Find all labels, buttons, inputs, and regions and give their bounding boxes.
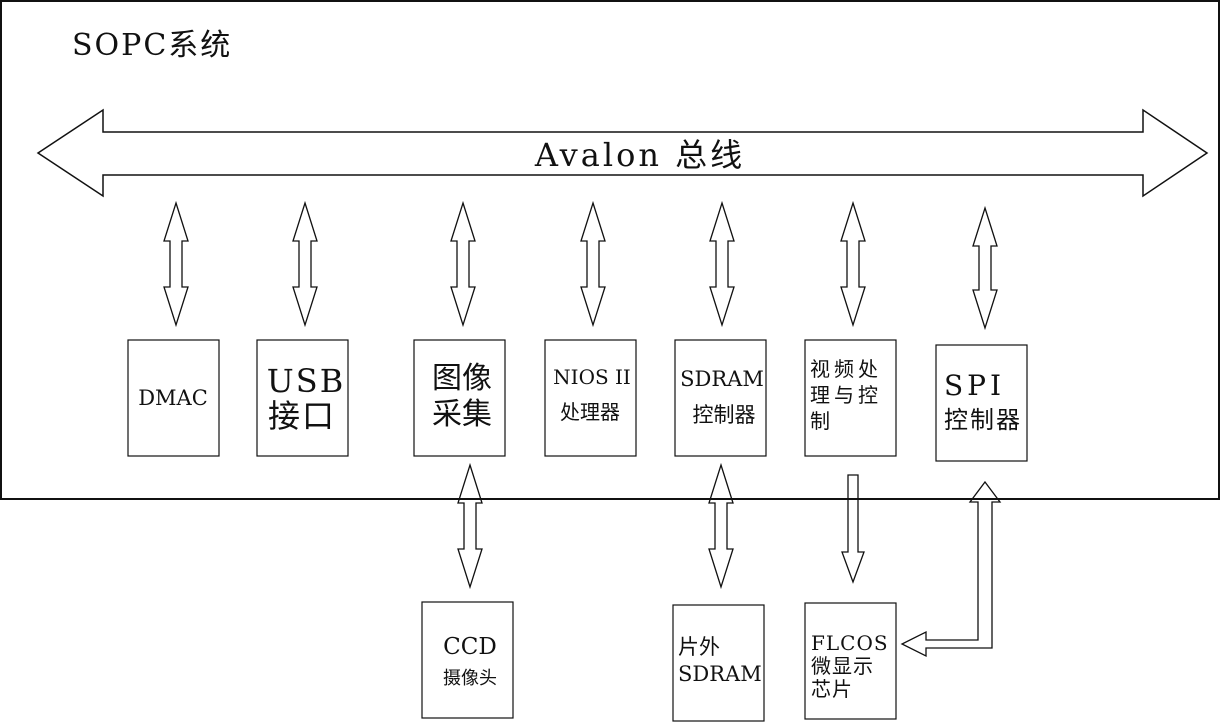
spi-flcos-arrow [900, 480, 1002, 658]
nios-bus-arrow [580, 200, 606, 328]
sopc-title: SOPC系统 [72, 28, 232, 63]
dmac-block [127, 339, 220, 457]
ccd-camera-block [421, 601, 514, 719]
image-capture-ccd-arrow [457, 462, 483, 590]
sdram-controller-block [674, 339, 767, 457]
avalon-bus-arrow [36, 108, 1209, 198]
video-flcos-arrow [841, 474, 865, 584]
avalon-bus-label: Avalon 总线 [534, 136, 745, 174]
image-capture-block [413, 339, 506, 457]
flcos-chip-block [804, 602, 897, 720]
video-processing-block [804, 339, 897, 457]
image-capture-bus-arrow [450, 200, 476, 328]
sopc-system-frame [0, 0, 1220, 500]
video-bus-arrow [840, 200, 866, 328]
sdram-external-arrow [708, 462, 734, 590]
connection-arrows [163, 200, 1002, 658]
spi-bus-arrow [972, 205, 998, 331]
dmac-label: DMAC [138, 386, 208, 410]
image-capture-label: 图像采集 [432, 361, 492, 432]
spi-controller-block [935, 344, 1028, 462]
nios-block [544, 339, 637, 457]
sdram-controller-bus-arrow [709, 200, 735, 328]
video-processing-label: 视频处理与控制 [810, 357, 882, 433]
dmac-bus-arrow [163, 200, 189, 328]
external-sdram-block [672, 604, 765, 722]
usb-block [256, 339, 349, 457]
usb-bus-arrow [292, 200, 318, 328]
